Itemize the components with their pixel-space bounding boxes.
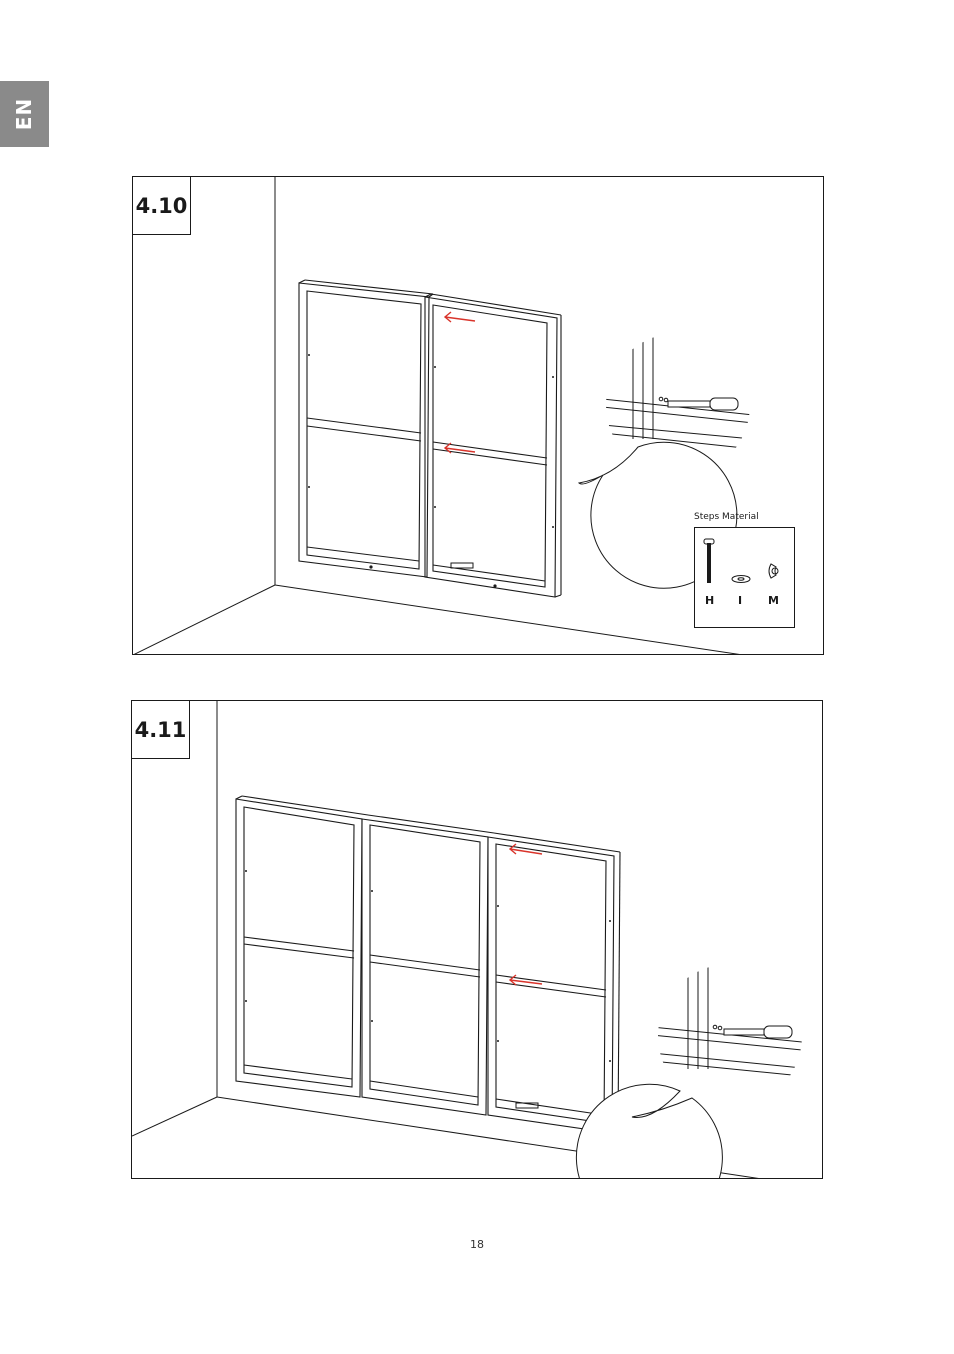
step-number: 4.11 <box>131 700 190 759</box>
materials-title: Steps Material <box>694 512 759 522</box>
material-letter-m: M <box>768 594 779 607</box>
wing-nut-icon <box>769 564 778 578</box>
language-tab-label: EN <box>13 98 37 130</box>
bolt-icon <box>704 539 714 583</box>
insert-arrows <box>445 312 475 453</box>
page-number: 18 <box>0 1238 954 1251</box>
frame-2 <box>362 815 494 1115</box>
material-letter-h: H <box>705 594 714 607</box>
screwdriver-icon <box>451 563 473 568</box>
right-frame <box>425 294 561 597</box>
step-number: 4.10 <box>132 176 191 235</box>
assembly-illustration <box>132 701 823 1179</box>
frame-3 <box>488 833 620 1133</box>
step-4-10-panel: 4.10 <box>132 176 824 655</box>
insert-arrows <box>510 844 542 985</box>
frame-1 <box>236 796 368 1097</box>
materials-box: H I M <box>694 527 795 628</box>
language-tab: EN <box>0 81 49 147</box>
left-frame <box>299 280 433 577</box>
material-letter-i: I <box>738 594 742 607</box>
washer-icon <box>732 576 750 583</box>
step-4-11-panel: 4.11 <box>131 700 823 1179</box>
detail-callout <box>576 961 812 1179</box>
hole-markers <box>245 870 611 1062</box>
hole-markers <box>308 354 554 588</box>
